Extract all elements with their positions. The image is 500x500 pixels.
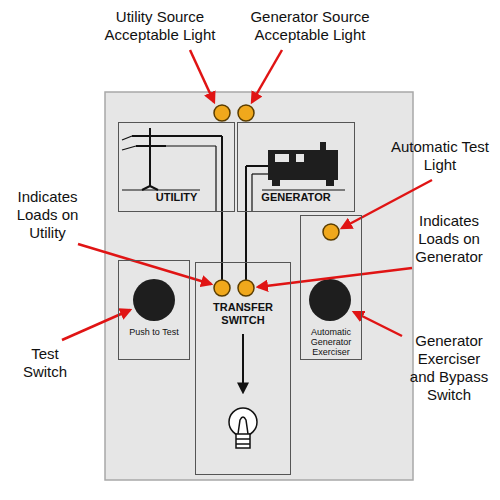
callout-label: Generator Exerciser and Bypass Switch (405, 332, 493, 404)
generator-box: GENERATOR (237, 122, 355, 212)
exerciser-box: Automatic Generator Exerciser (300, 215, 362, 360)
load-arrow (242, 334, 244, 392)
box-label: TRANSFER SWITCH (196, 301, 290, 327)
callout-label: Automatic Test Light (385, 138, 495, 174)
power-wire (245, 212, 247, 262)
callout-label: Utility Source Acceptable Light (90, 8, 230, 44)
box-label: Automatic Generator Exerciser (301, 327, 361, 357)
callout-label: Indicates Loads on Generator (405, 212, 493, 266)
control-panel (105, 92, 413, 480)
callout-label: Indicates Loads on Utility (5, 188, 90, 242)
power-wire (221, 212, 223, 262)
callout-label: Generator Source Acceptable Light (240, 8, 380, 44)
transfer-switch-box: TRANSFER SWITCH (195, 262, 291, 475)
transfer-wires (222, 262, 246, 280)
box-label: GENERATOR (238, 191, 354, 204)
light-bulb (229, 408, 257, 448)
box-label: UTILITY (119, 191, 234, 204)
box-label: Push to Test (119, 327, 189, 337)
test-switch-box: Push to Test (118, 260, 190, 360)
test-button (133, 279, 175, 321)
utility-box: UTILITY (118, 122, 235, 212)
callout-label: Test Switch (10, 345, 80, 381)
exerciser-button (309, 279, 351, 321)
